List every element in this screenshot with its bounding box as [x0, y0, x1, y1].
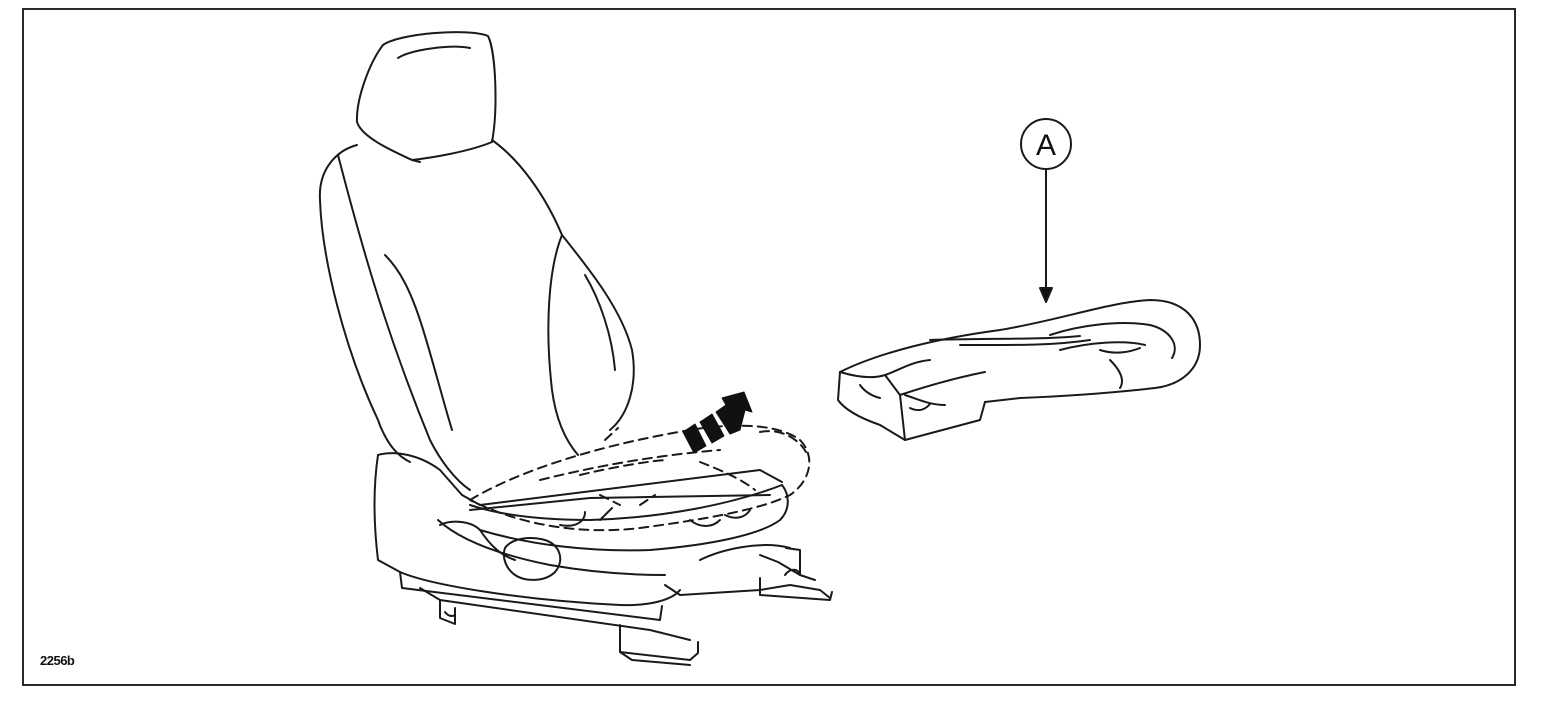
seat-base: [373, 452, 833, 666]
reference-code: 2256b: [40, 653, 75, 668]
seat-cushion-outline: [469, 424, 811, 532]
callout-arrowhead: [1039, 287, 1053, 303]
callout-label: A: [1036, 129, 1056, 162]
seat-cushion-pad-a: [837, 299, 1201, 441]
diagram-frame: [22, 8, 1516, 686]
seat-cushion-frame: [469, 484, 789, 552]
seat-backrest: [318, 139, 635, 491]
callout-a: [1020, 118, 1072, 303]
headrest: [355, 31, 497, 163]
removal-direction-arrow: [682, 391, 753, 454]
